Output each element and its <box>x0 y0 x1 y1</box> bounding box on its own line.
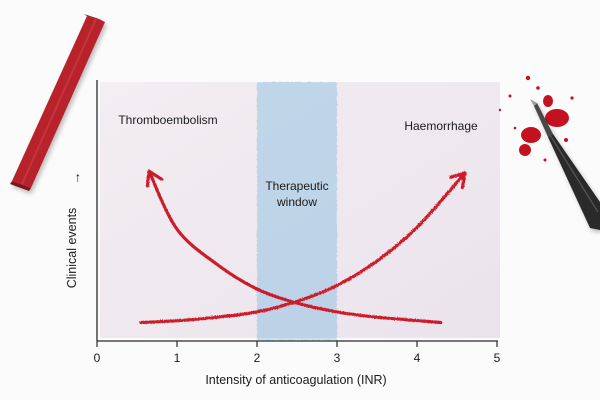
fountain-pen <box>530 99 600 230</box>
therapeutic-window-band <box>257 82 337 340</box>
series-label-thromboembolism: Thromboembolism <box>118 113 217 127</box>
therapeutic-window-label-line1: Therapeutic <box>265 179 328 193</box>
red-chalk-stick <box>10 14 105 191</box>
x-axis-tick-labels: 0 1 2 3 4 5 <box>94 351 501 365</box>
x-axis-ticks <box>96 341 498 347</box>
x-tick-label-2: 2 <box>254 351 261 365</box>
ink-splatter <box>498 75 574 162</box>
x-tick-label-5: 5 <box>494 351 501 365</box>
series-line-thromboembolism <box>147 169 443 325</box>
x-tick-label-0: 0 <box>94 351 101 365</box>
series-arrowhead-thromboembolism <box>145 169 164 188</box>
y-axis-title: Clinical events <box>65 208 79 289</box>
x-axis-title: Intensity of anticoagulation (INR) <box>205 373 386 387</box>
series-arrowhead-haemorrhage <box>449 171 467 190</box>
x-tick-label-1: 1 <box>174 351 181 365</box>
series-layer <box>139 169 467 325</box>
series-line-haemorrhage <box>139 171 467 325</box>
y-axis-title-group: Clinical events <box>65 208 79 289</box>
therapeutic-window-label-line2: window <box>276 195 317 209</box>
y-axis-arrow: → <box>68 172 83 185</box>
series-label-haemorrhage: Haemorrhage <box>404 119 478 133</box>
series-thromboembolism <box>145 169 443 325</box>
series-haemorrhage <box>139 171 467 325</box>
x-tick-label-4: 4 <box>414 351 421 365</box>
y-axis-arrow-group: → <box>68 172 83 185</box>
x-tick-label-3: 3 <box>334 351 341 365</box>
